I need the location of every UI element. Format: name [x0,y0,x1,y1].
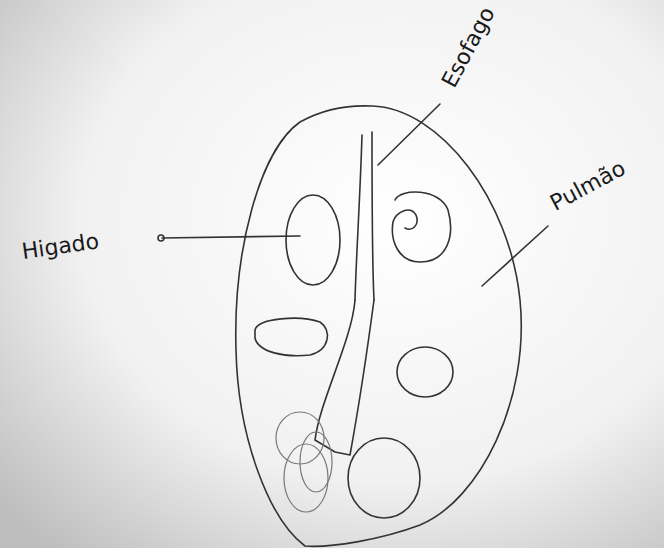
leader-line [378,104,440,165]
organ-shape [255,318,327,355]
body-outline [236,106,522,546]
leader-dot [158,235,164,241]
organ-shape [392,192,450,262]
organ-shape [300,432,332,492]
leader-line [482,226,548,286]
liver-shape [286,195,340,285]
leader-line [162,236,300,238]
organ-shape [348,438,420,518]
esophagus-top [355,132,374,300]
organ-shape [397,347,453,397]
organ-shape [284,444,328,512]
